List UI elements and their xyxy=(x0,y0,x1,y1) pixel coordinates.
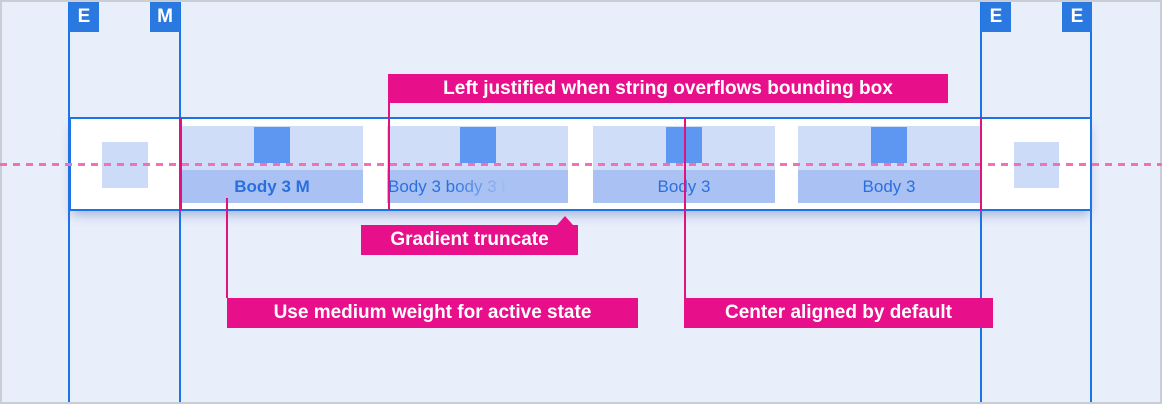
connector-center-aligned xyxy=(684,118,686,298)
annotation-left-justified: Left justified when string overflows bou… xyxy=(388,74,948,103)
tab-label: Body 3 xyxy=(862,176,916,196)
tab-item-active[interactable]: Body 3 M xyxy=(181,126,363,203)
tab-label-area: Body 3 M xyxy=(181,170,363,203)
tab-label-area: Body 3 body 3 b xyxy=(387,170,568,203)
caret-up-icon xyxy=(557,216,573,225)
tab-item-truncated[interactable]: Body 3 body 3 b xyxy=(387,126,568,203)
tab-icon-placeholder xyxy=(459,127,496,163)
tab-label: Body 3 M xyxy=(234,176,310,196)
tab-label-area: Body 3 xyxy=(798,170,980,203)
margin-marker-e-right-inner: E xyxy=(981,2,1011,32)
tab-icon-placeholder xyxy=(871,127,907,163)
annotation-text: Gradient truncate xyxy=(390,229,549,250)
tab-label-gradient-truncated: Body 3 body 3 b xyxy=(388,176,511,196)
tab-icon-placeholder xyxy=(254,127,290,163)
margin-marker-m-left: M xyxy=(150,2,180,32)
tab-region-start-guide xyxy=(179,117,182,211)
margin-marker-e-right-outer: E xyxy=(1062,2,1092,32)
connector-left-justified xyxy=(388,103,390,210)
tab-item-default[interactable]: Body 3 xyxy=(798,126,980,203)
tab-icon-area xyxy=(387,126,568,170)
margin-marker-e-left: E xyxy=(69,2,99,32)
tab-icon-area xyxy=(798,126,980,170)
connector-medium-weight xyxy=(226,198,228,298)
tab-icon-area xyxy=(181,126,363,170)
annotation-center-aligned: Center aligned by default xyxy=(684,298,993,328)
baseline-dashed-guide xyxy=(0,163,1162,166)
tab-region-end-guide xyxy=(979,117,982,211)
annotation-gradient-truncate: Gradient truncate xyxy=(361,216,578,255)
annotation-medium-weight: Use medium weight for active state xyxy=(227,298,638,328)
